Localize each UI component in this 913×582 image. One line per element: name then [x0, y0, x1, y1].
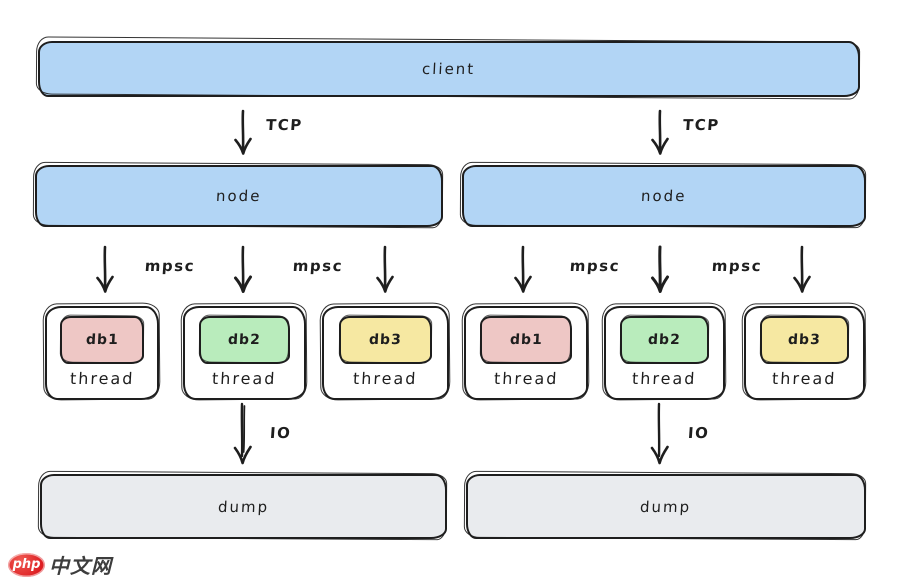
arrow-down-icon	[96, 245, 114, 293]
arrow-down-icon	[514, 245, 532, 293]
dump-label: dump	[639, 497, 693, 516]
thread-label: thread	[631, 369, 698, 388]
site-name: 中文网	[49, 554, 112, 578]
db1-box: db1	[60, 316, 144, 364]
db3-box: db3	[338, 316, 433, 364]
tcp-label: TCP	[265, 116, 304, 134]
arrow-down-icon	[234, 109, 252, 155]
thread-box-db1-right: db1 thread	[464, 306, 588, 400]
php-logo-icon: php	[8, 552, 45, 577]
tcp-label: TCP	[682, 116, 721, 134]
client-label: client	[421, 60, 477, 78]
arrow-down-icon	[793, 245, 811, 293]
thread-label: thread	[352, 369, 419, 388]
thread-box-db3-right: db3 thread	[744, 306, 865, 400]
arrow-down-icon	[376, 245, 394, 293]
client-node: client	[38, 41, 860, 97]
arrow-down-icon	[234, 245, 252, 293]
dump-label: dump	[217, 497, 270, 516]
mpsc-label: mpsc	[292, 257, 344, 275]
thread-label: thread	[493, 369, 559, 388]
arrow-down-icon	[651, 109, 669, 155]
dump-box-right: dump	[466, 474, 866, 539]
thread-label: thread	[771, 369, 838, 388]
php-cn-watermark: php 中文网	[8, 550, 112, 579]
mpsc-label: mpsc	[711, 257, 763, 275]
thread-box-db2-right: db2 thread	[604, 306, 725, 400]
db2-box: db2	[620, 316, 709, 364]
db2-label: db2	[227, 332, 262, 348]
dump-box-left: dump	[40, 474, 447, 539]
mpsc-label: mpsc	[144, 257, 196, 275]
arrow-down-icon	[650, 402, 669, 465]
arrow-down-icon	[651, 245, 669, 293]
db3-label: db3	[368, 332, 403, 348]
thread-box-db2-left: db2 thread	[183, 306, 306, 400]
io-label: IO	[269, 424, 292, 442]
io-label: IO	[687, 424, 710, 442]
node-label: node	[640, 187, 688, 205]
arrow-down-icon	[233, 402, 252, 465]
db2-label: db2	[647, 332, 682, 348]
db3-label: db3	[787, 332, 822, 348]
node-label: node	[215, 187, 263, 205]
node-box-right: node	[462, 165, 866, 227]
thread-box-db1-left: db1 thread	[45, 306, 159, 400]
thread-label: thread	[69, 369, 135, 388]
node-box-left: node	[35, 165, 443, 227]
db3-box: db3	[760, 316, 849, 364]
db2-box: db2	[199, 316, 290, 364]
thread-box-db3-left: db3 thread	[322, 306, 449, 400]
db1-label: db1	[85, 332, 119, 348]
db1-label: db1	[509, 332, 543, 348]
mpsc-label: mpsc	[569, 257, 621, 275]
thread-label: thread	[211, 369, 278, 388]
db1-box: db1	[480, 316, 572, 364]
